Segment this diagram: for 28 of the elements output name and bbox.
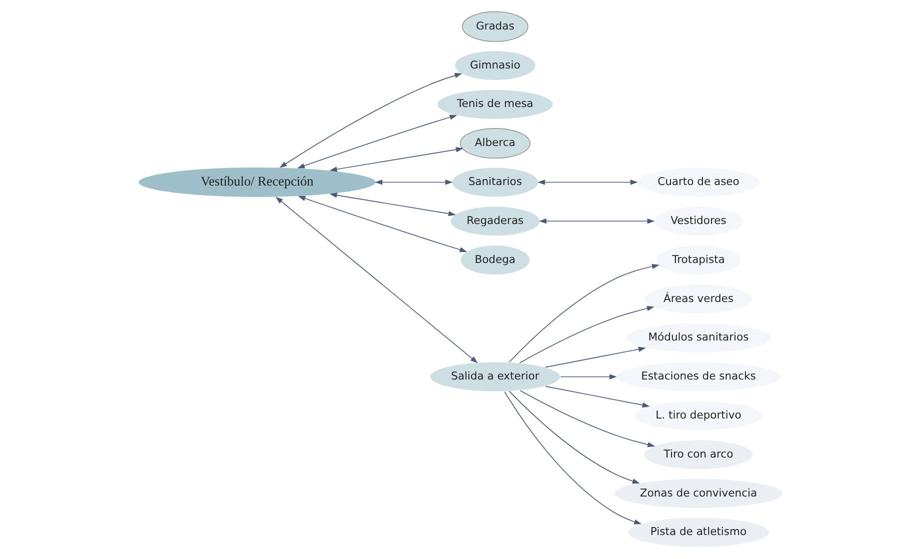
arrow bbox=[519, 390, 655, 448]
node-ellipse: Regaderas bbox=[449, 206, 540, 236]
node-ellipse: Estaciones de snacks bbox=[615, 361, 781, 392]
arrow bbox=[374, 180, 452, 185]
arrow bbox=[508, 390, 640, 484]
arrow bbox=[536, 180, 638, 185]
node-ellipse: Cuarto de aseo bbox=[636, 166, 760, 198]
arrow bbox=[275, 196, 478, 364]
arrow bbox=[544, 386, 650, 408]
arrow bbox=[296, 114, 457, 168]
node-ellipse: Áreas verdes bbox=[644, 284, 752, 314]
node-ellipse: Trotapista bbox=[654, 244, 742, 276]
node-ellipse: Alberca bbox=[459, 128, 530, 159]
arrow bbox=[518, 306, 654, 364]
arrow bbox=[504, 391, 642, 524]
arrow bbox=[538, 218, 654, 224]
node-ellipse: Gradas bbox=[461, 11, 528, 42]
arrow bbox=[278, 73, 462, 168]
arrow bbox=[560, 374, 616, 380]
arrow bbox=[544, 346, 646, 368]
node-ellipse: Tiro con arco bbox=[643, 439, 753, 470]
arrow bbox=[329, 192, 456, 216]
node-ellipse: Salida a exterior bbox=[428, 361, 560, 392]
arrow bbox=[297, 196, 467, 252]
arrow bbox=[329, 147, 463, 172]
arrow bbox=[508, 264, 659, 362]
node-ellipse: Vestidores bbox=[652, 206, 744, 236]
node-ellipse: Sanitarios bbox=[450, 166, 538, 198]
